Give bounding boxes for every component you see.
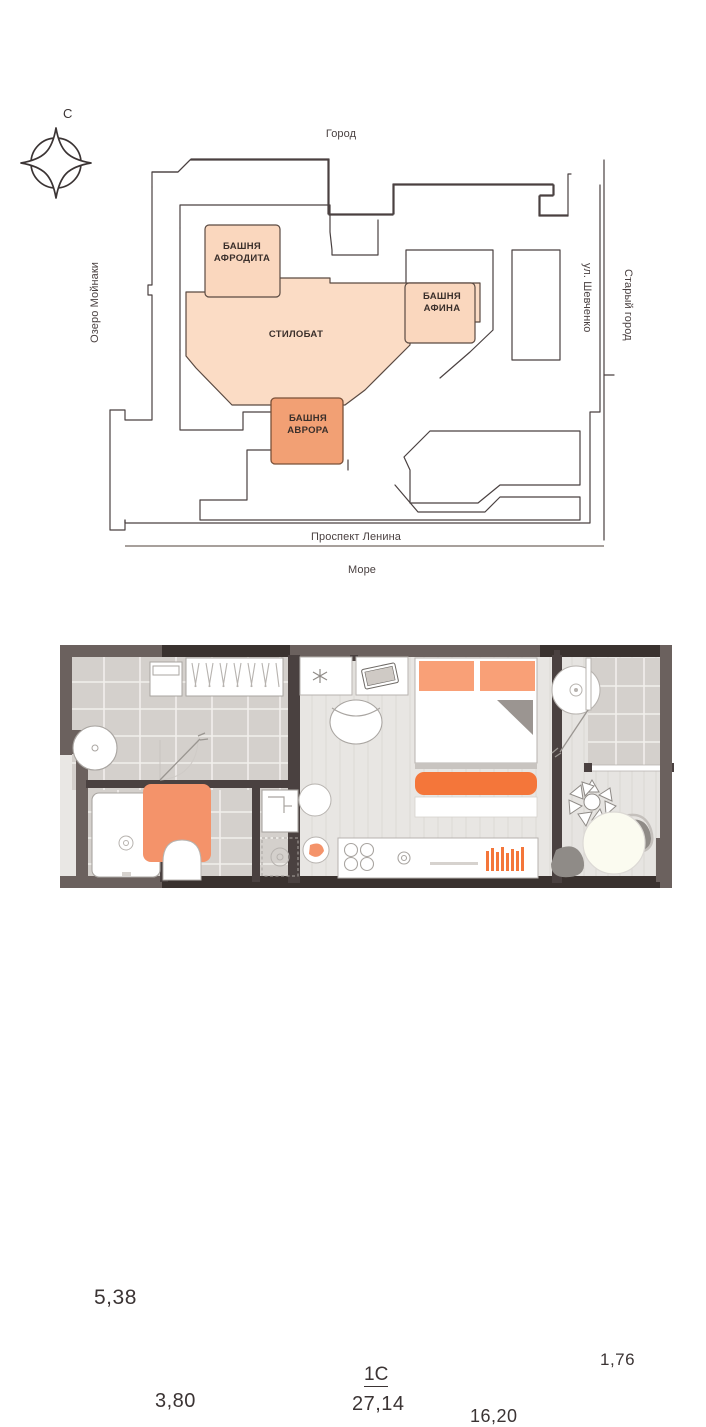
room-area-bathroom: 3,80 <box>155 1390 196 1412</box>
bed-pillow-left <box>419 661 474 691</box>
apartment-type-badge: 1С <box>364 1364 389 1387</box>
site-block-label-afrodita: БАШНЯ АФРОДИТА <box>213 241 271 264</box>
site-block-avrora[interactable] <box>270 397 344 465</box>
surrounding-label-lenin-ave: Проспект Ленина <box>311 531 401 543</box>
hallway-fixtures <box>72 657 284 781</box>
site-block-label-avrora: БАШНЯ АВРОРА <box>287 413 329 436</box>
floor-plan-drawing <box>60 645 674 888</box>
room-area-hallway: 5,38 <box>94 1286 137 1309</box>
surrounding-label-lake: Озеро Мойнаки <box>89 262 101 343</box>
site-plan-drawing <box>20 127 615 547</box>
compass-rose-icon <box>20 127 92 199</box>
room-highlight-bathroom[interactable] <box>143 784 211 862</box>
surrounding-label-sea: Море <box>347 564 377 576</box>
living-fixtures <box>298 656 539 879</box>
bathroom-fixtures <box>91 784 299 881</box>
site-plan: С Город Проспект Ленина Море Озеро Мойна… <box>0 0 706 600</box>
room-balcony[interactable] <box>584 658 674 772</box>
compass-north-label: С <box>63 106 73 121</box>
room-area-balcony: 1,76 <box>600 1350 636 1369</box>
site-block-afrodita[interactable] <box>204 224 281 298</box>
apartment-total-area: 27,14 <box>352 1393 405 1415</box>
bed-pillow-right <box>480 661 535 691</box>
plant-icon <box>568 779 617 828</box>
room-area-living: 16,20 <box>470 1406 518 1426</box>
right-zone-fixtures <box>551 657 672 882</box>
bed-bench-accent <box>415 772 537 795</box>
surrounding-label-old-town: Старый город <box>622 269 634 341</box>
site-block-afina[interactable] <box>404 282 476 344</box>
surrounding-label-shevchenko: ул. Шевченко <box>581 263 593 333</box>
site-block-label-stilobat: СТИЛОБАТ <box>268 329 324 340</box>
surrounding-label-city: Город <box>325 128 357 140</box>
site-block-label-afina: БАШНЯ АФИНА <box>422 291 462 314</box>
floor-plan: 5,38 3,80 16,20 1,76 1С 27,14 <box>0 600 706 1426</box>
